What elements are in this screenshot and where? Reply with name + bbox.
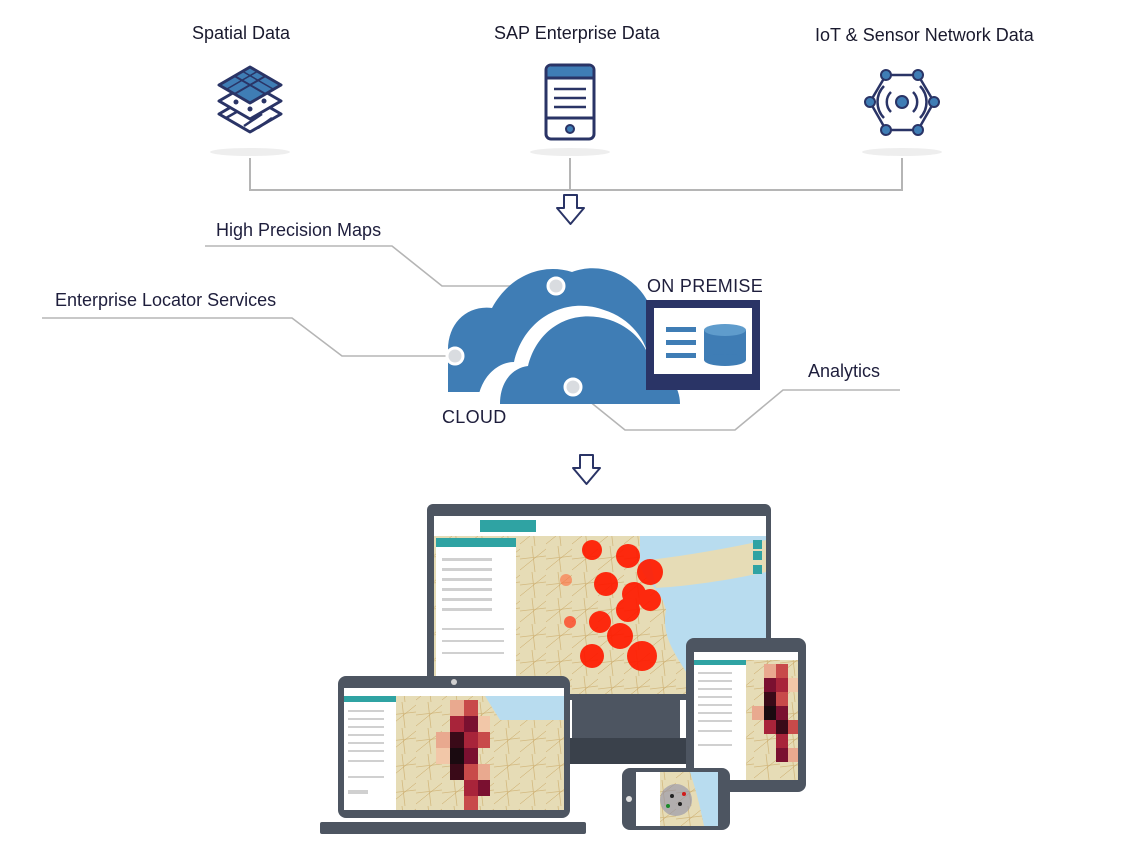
down-arrow-icon — [572, 454, 601, 485]
spatial-data-label: Spatial Data — [192, 23, 291, 43]
desktop-monitor — [427, 504, 771, 764]
on-premise-server-icon — [646, 300, 760, 390]
choropleth-counties — [436, 700, 490, 810]
cloud-icon — [445, 268, 690, 404]
sap-enterprise-data-label: SAP Enterprise Data — [494, 23, 660, 43]
down-arrow-icon — [556, 194, 585, 225]
layered-map-icon — [210, 65, 290, 156]
high-precision-maps-label: High Precision Maps — [216, 220, 382, 240]
iot-sensor-data-label: IoT & Sensor Network Data — [815, 25, 1034, 45]
analytics-label: Analytics — [808, 361, 881, 381]
phone — [622, 768, 730, 830]
tablet-choropleth — [752, 664, 798, 762]
enterprise-locator-services-label: Enterprise Locator Services — [55, 290, 277, 310]
on-premise-label: ON PREMISE — [647, 276, 764, 296]
server-document-icon — [530, 63, 610, 156]
callout-lines — [42, 245, 900, 431]
tablet — [686, 638, 806, 792]
cloud-label: CLOUD — [442, 407, 507, 427]
heat-cluster — [580, 540, 663, 671]
source-connector — [249, 158, 903, 191]
laptop — [320, 676, 586, 834]
sensor-network-icon — [862, 69, 942, 156]
